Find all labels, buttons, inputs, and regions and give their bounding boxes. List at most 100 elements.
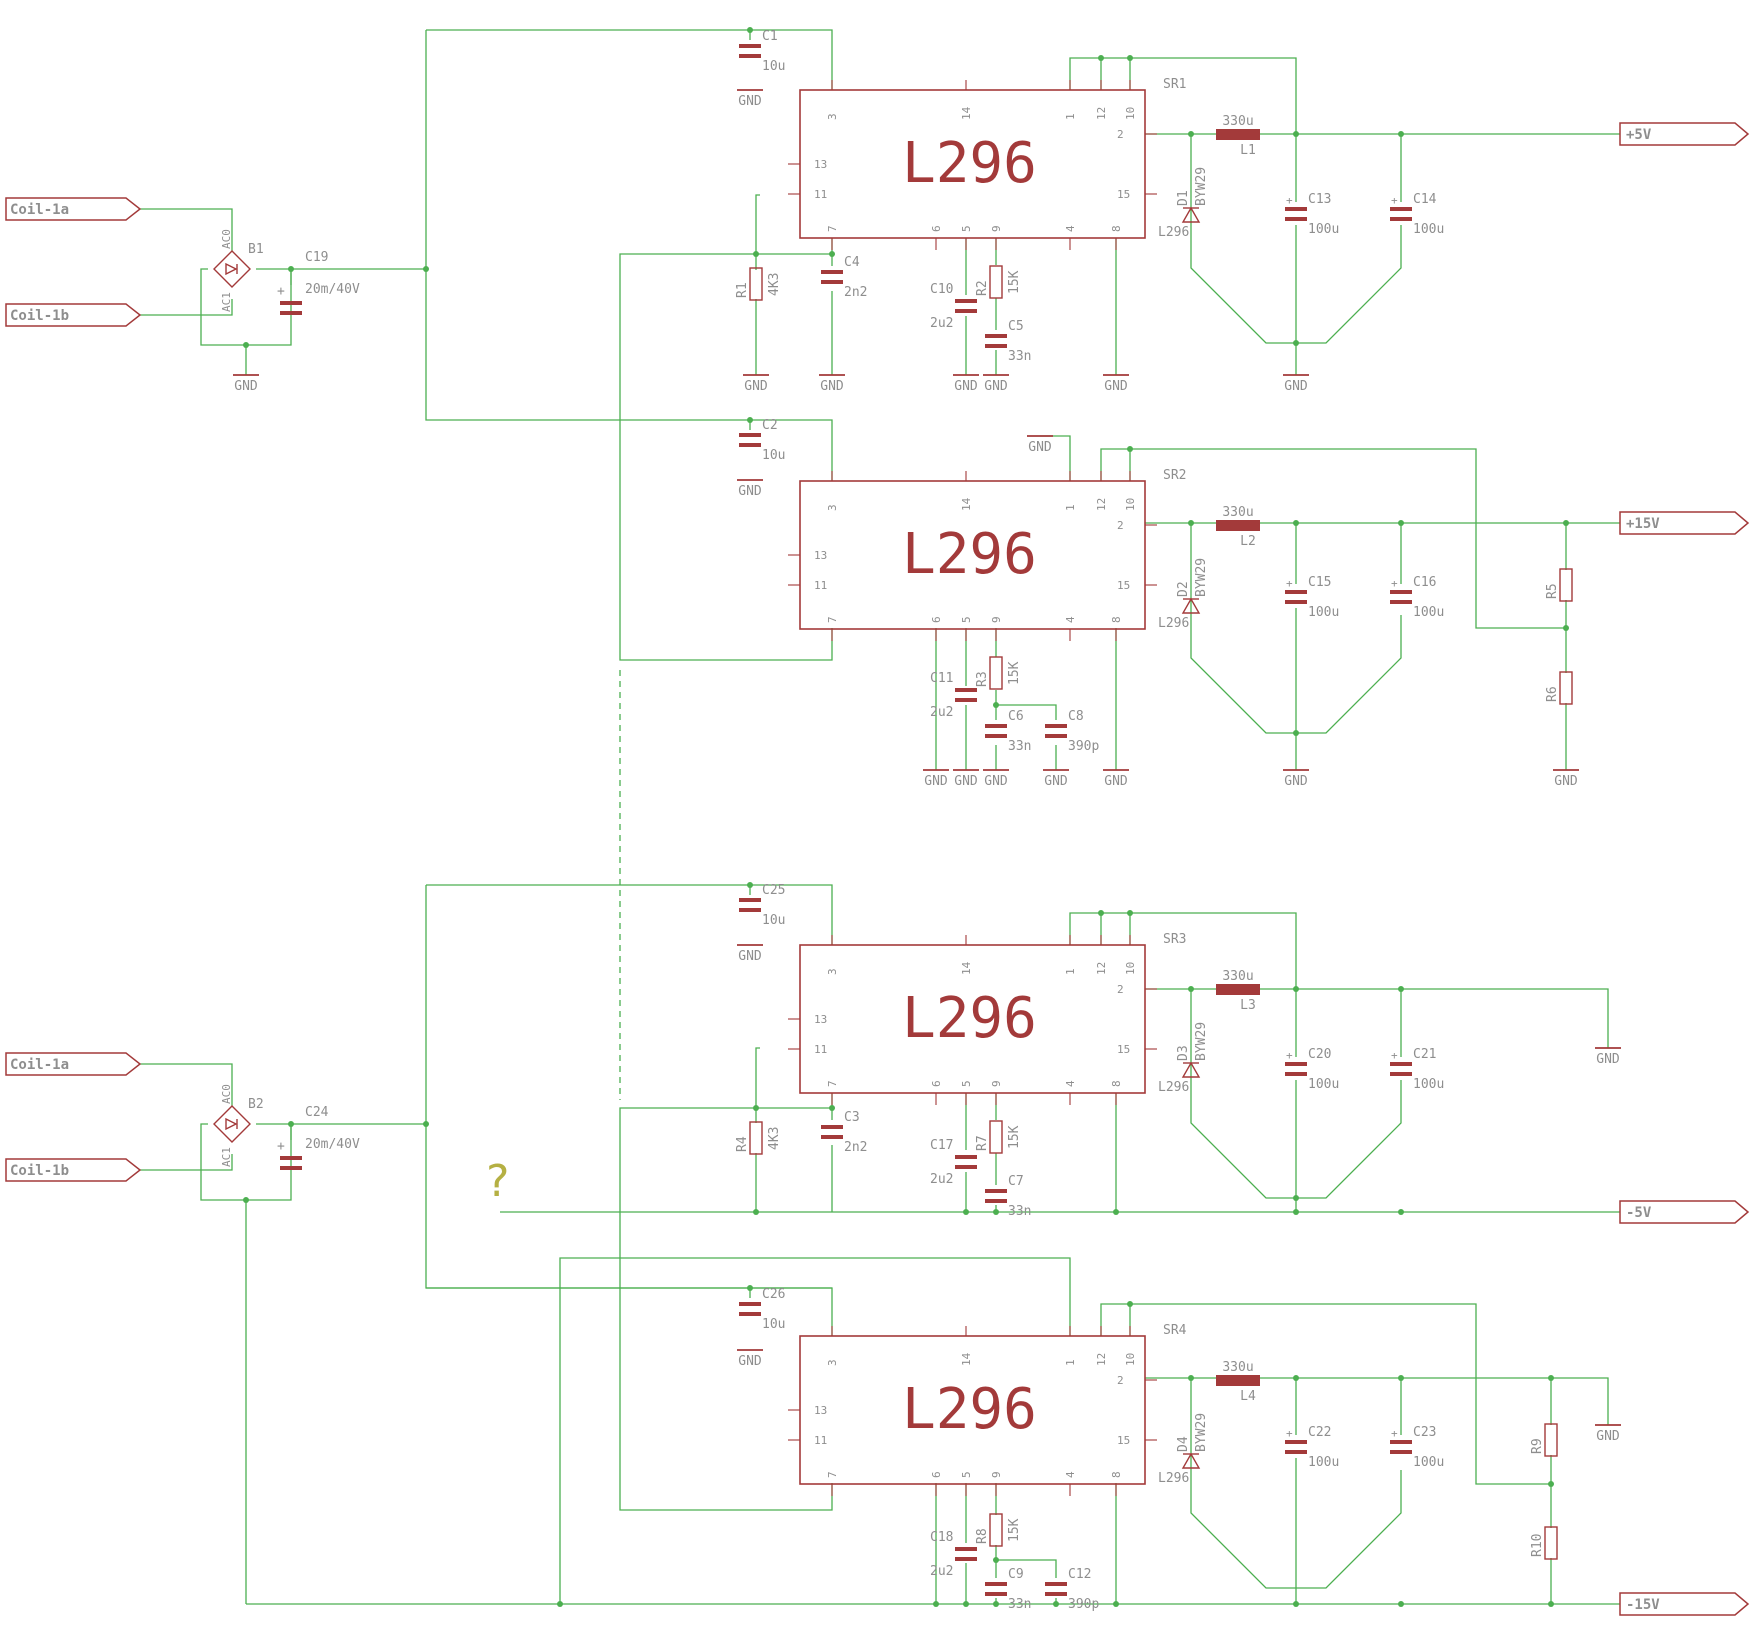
- resistor-value: 15K: [1007, 1518, 1022, 1542]
- pin-label: 4: [1064, 616, 1077, 623]
- pin-label: 5: [960, 1080, 973, 1087]
- gnd-symbol: GND: [1595, 1047, 1621, 1067]
- capacitor-value: 2u2: [930, 316, 953, 331]
- inductor-ref: L2: [1240, 534, 1256, 549]
- gnd-label: GND: [984, 379, 1008, 394]
- gnd-label: GND: [954, 379, 978, 394]
- pin-label: 1: [1064, 504, 1077, 511]
- port-coil-1a-bottom: Coil-1a: [10, 1057, 69, 1073]
- pin-label: 14: [960, 1352, 973, 1366]
- output-minus-5v: -5V: [1626, 1205, 1652, 1221]
- pin-label: 15: [1117, 579, 1130, 592]
- gnd-label: GND: [744, 379, 768, 394]
- pin-label: 7: [826, 1080, 839, 1087]
- gnd-label: GND: [1028, 440, 1052, 455]
- rectifier-ref: B1: [248, 242, 264, 257]
- capacitor-ref: C9: [1008, 1567, 1024, 1582]
- resistor-ref: R10: [1530, 1534, 1545, 1557]
- port-coil-1b-bottom: Coil-1b: [10, 1163, 69, 1179]
- resistor-ref: R9: [1530, 1438, 1545, 1454]
- gnd-symbol: GND: [1283, 374, 1309, 394]
- gnd-label: GND: [738, 949, 762, 964]
- rectifier-ref: B2: [248, 1097, 264, 1112]
- diode-note: L296: [1158, 1080, 1189, 1095]
- gnd-symbol: GND: [737, 1349, 763, 1369]
- pin-label: 4: [1064, 225, 1077, 232]
- capacitor-value: 20m/40V: [305, 282, 360, 297]
- capacitor-ref: C4: [844, 255, 860, 270]
- capacitor-value: 100u: [1413, 222, 1444, 237]
- capacitor-value: 100u: [1413, 1455, 1444, 1470]
- pin-label: 5: [960, 225, 973, 232]
- rectifier-pin-ac0: AC0: [220, 229, 233, 249]
- gnd-label: GND: [738, 484, 762, 499]
- diode-part: BYW29: [1194, 1022, 1209, 1061]
- capacitor-ref: C15: [1308, 575, 1331, 590]
- capacitor-value: 33n: [1008, 1597, 1031, 1612]
- resistor-ref: R5: [1545, 583, 1560, 599]
- chip-label: L296: [902, 986, 1037, 1051]
- resistor-ref: R4: [735, 1136, 750, 1152]
- gnd-symbol: GND: [983, 374, 1009, 394]
- capacitor-value: 2n2: [844, 285, 867, 300]
- capacitor-value: 10u: [762, 1317, 785, 1332]
- polarity-mark: +: [277, 284, 285, 299]
- diode-note: L296: [1158, 225, 1189, 240]
- capacitor-ref: C1: [762, 29, 778, 44]
- pin-label: 7: [826, 225, 839, 232]
- capacitor-value: 100u: [1308, 222, 1339, 237]
- chip-label: L296: [902, 522, 1037, 587]
- resistor-value: 4K3: [767, 1127, 782, 1150]
- capacitor-ref: C18: [930, 1530, 953, 1545]
- pin-label: 10: [1124, 107, 1137, 120]
- pin-label: 3: [826, 504, 839, 511]
- inductor-value: 330u: [1222, 114, 1253, 129]
- capacitor-ref: C20: [1308, 1047, 1331, 1062]
- capacitor-ref: C10: [930, 282, 953, 297]
- gnd-label: GND: [1104, 774, 1128, 789]
- gnd-label: GND: [984, 774, 1008, 789]
- pin-label: 7: [826, 1471, 839, 1478]
- pin-label: 2: [1117, 519, 1124, 532]
- rectifier-pin-ac1: AC1: [220, 292, 233, 312]
- inductor: [1216, 520, 1260, 531]
- ground-symbols: GND GND GND GND GND GND GND GND GND GND GND GND GND G…: [233, 89, 1621, 1444]
- polarity-mark: +: [1391, 1427, 1398, 1440]
- chip-label: L296: [902, 1377, 1037, 1442]
- gnd-symbol: GND: [233, 374, 259, 394]
- pin-label: 11: [814, 579, 827, 592]
- pin-label: 8: [1110, 1080, 1123, 1087]
- divider-resistor-top: R5: [1545, 568, 1573, 602]
- capacitor-ref: C6: [1008, 709, 1024, 724]
- capacitor-ref: C13: [1308, 192, 1331, 207]
- gnd-symbol: GND: [1283, 769, 1309, 789]
- pin-label: 1: [1064, 968, 1077, 975]
- gnd-symbol: GND: [983, 769, 1009, 789]
- pin-label: 8: [1110, 616, 1123, 623]
- gnd-label: GND: [1596, 1052, 1620, 1067]
- inductor: [1216, 984, 1260, 995]
- pin-label: 8: [1110, 1471, 1123, 1478]
- gnd-symbol: GND: [953, 374, 979, 394]
- resistor-value: 15K: [1007, 270, 1022, 294]
- capacitor-value: 33n: [1008, 739, 1031, 754]
- compensation-capacitor: C6 33n: [985, 709, 1031, 754]
- capacitor-value: 390p: [1068, 1597, 1099, 1612]
- capacitor-value: 100u: [1308, 1077, 1339, 1092]
- pin-label: 6: [930, 1080, 943, 1087]
- oscillator-resistor: R4 4K3: [735, 1121, 782, 1155]
- divider-resistor-top: R9: [1530, 1423, 1558, 1457]
- gnd-label: GND: [738, 94, 762, 109]
- inductor-ref: L3: [1240, 998, 1256, 1013]
